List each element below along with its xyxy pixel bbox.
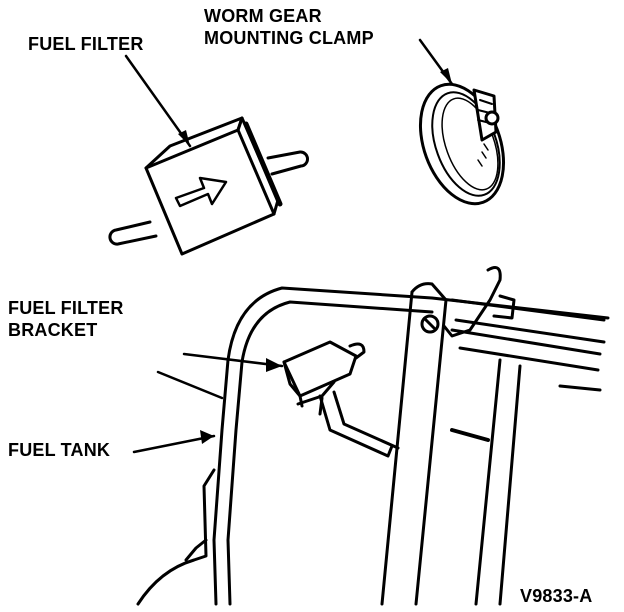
leader-bracket-1 <box>182 352 284 368</box>
arrowhead-tank <box>200 430 214 444</box>
worm-gear-clamp-part <box>418 82 506 206</box>
label-fuel-tank: FUEL TANK <box>8 440 111 460</box>
figure-id: V9833-A <box>520 586 593 606</box>
arrowhead-bracket <box>266 358 282 372</box>
leader-arrowheads <box>178 68 452 444</box>
fuel-filter-part <box>108 116 309 256</box>
label-worm-gear-line1: WORM GEAR <box>204 6 322 26</box>
arrowhead-fuel-filter <box>178 130 190 146</box>
leader-fuel-filter <box>124 54 192 148</box>
label-worm-gear-line2: MOUNTING CLAMP <box>204 28 374 48</box>
label-fuel-filter: FUEL FILTER <box>28 34 144 54</box>
label-bracket-line2: BRACKET <box>8 320 98 340</box>
leader-bracket-2 <box>156 370 224 400</box>
frame-and-tank <box>136 266 610 606</box>
leader-fuel-tank <box>132 434 216 454</box>
label-bracket-line1: FUEL FILTER <box>8 298 124 318</box>
flow-arrow-icon <box>174 176 228 208</box>
arrowhead-clamp <box>440 68 452 84</box>
fuel-filter-bracket-part <box>282 340 400 458</box>
